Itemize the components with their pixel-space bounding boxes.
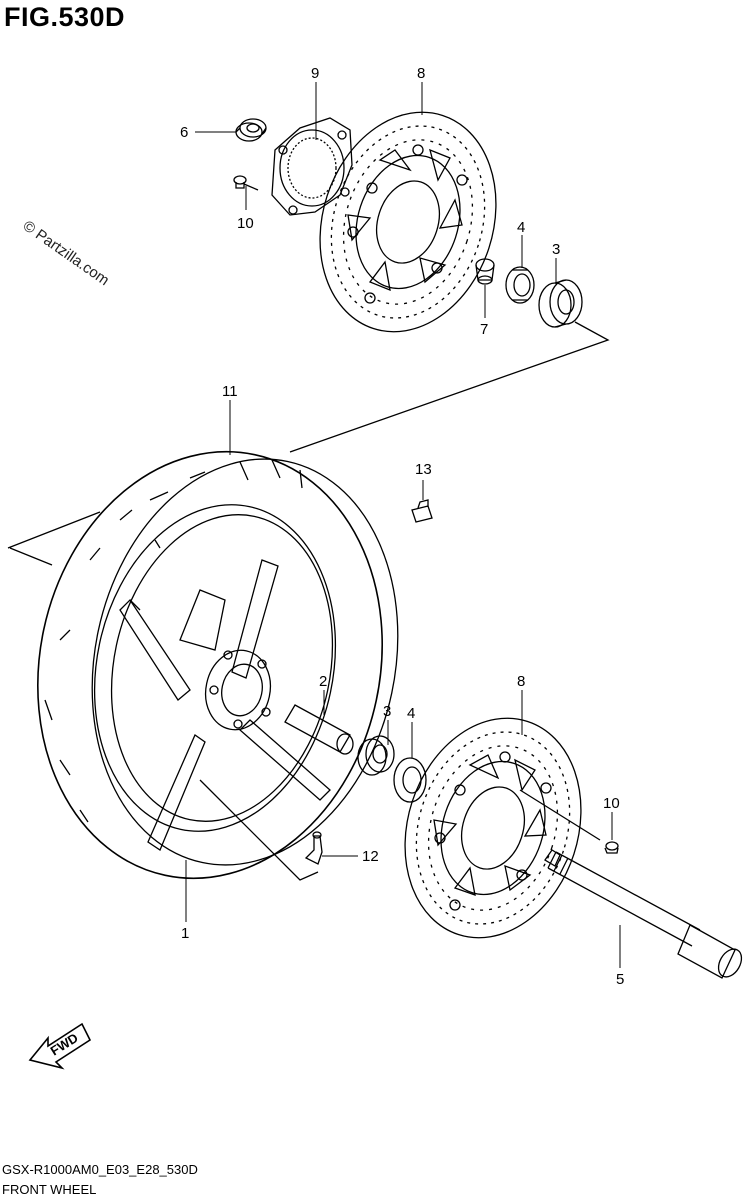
- bearing-upper: [538, 279, 583, 328]
- watermark: © Partzilla.com: [20, 217, 113, 289]
- callout-9: 9: [311, 65, 319, 82]
- callout-13: 13: [415, 461, 432, 478]
- footer-diagram-code: GSX-R1000AM0_E03_E28_530D: [2, 1162, 198, 1177]
- guide-line-disc: [519, 789, 601, 841]
- callout-2: 2: [319, 673, 327, 690]
- guide-line-lower: [199, 779, 319, 881]
- guide-line-upper: [289, 321, 610, 453]
- fwd-arrow-icon: FWD: [28, 1022, 92, 1070]
- bolt-lower: [604, 841, 619, 854]
- wheel-spokes: [119, 559, 331, 851]
- collar: [235, 118, 267, 142]
- callout-1: 1: [181, 925, 189, 942]
- footer-diagram-name: FRONT WHEEL: [2, 1182, 97, 1197]
- callout-3-upper: 3: [552, 241, 560, 258]
- abs-sensor-rotor: [271, 117, 353, 216]
- axle-spacer: [284, 704, 354, 755]
- wheel-hub: [204, 649, 272, 731]
- oil-seal-upper: [505, 266, 535, 304]
- callout-6: 6: [180, 124, 188, 141]
- callout-7: 7: [480, 321, 488, 338]
- guide-line-left: [7, 511, 101, 566]
- bolt-upper: [233, 175, 259, 191]
- callout-4-lower: 4: [407, 705, 415, 722]
- callout-5: 5: [616, 971, 624, 988]
- callout-10-upper: 10: [237, 215, 254, 232]
- brake-disc-upper: [319, 111, 497, 333]
- air-valve: [304, 831, 323, 865]
- callout-numbers: 9 8 6 10 4 3 7 11 13 2 3 4 8 10 12 1 5: [180, 65, 624, 988]
- wheel-tire: [37, 450, 399, 880]
- callout-11: 11: [222, 383, 238, 400]
- balance-weight: [411, 499, 433, 523]
- callout-12: 12: [362, 848, 379, 865]
- callout-8-upper: 8: [417, 65, 425, 82]
- callout-3-lower: 3: [383, 703, 391, 720]
- spacer-upper: [475, 258, 495, 285]
- bearing-lower: [357, 735, 395, 776]
- figure-title: FIG.530D: [4, 2, 126, 32]
- callout-8-lower: 8: [517, 673, 525, 690]
- fwd-label: FWD: [48, 1030, 81, 1058]
- callout-10-lower: 10: [603, 795, 620, 812]
- front-axle: [544, 849, 743, 979]
- leader-lines: [185, 82, 621, 968]
- callout-4-upper: 4: [517, 219, 525, 236]
- brake-disc-lower: [404, 717, 582, 939]
